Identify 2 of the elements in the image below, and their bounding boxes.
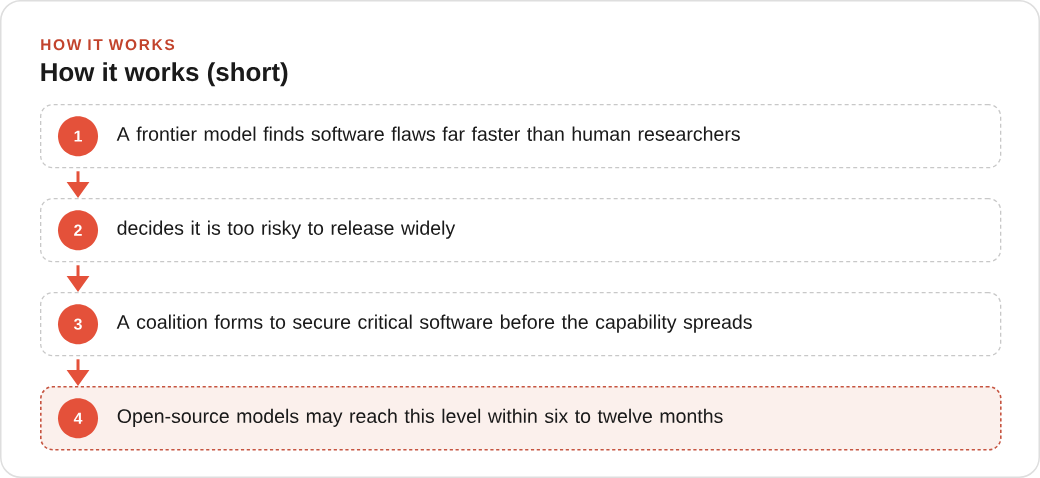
section-label: HOW IT WORKS — [41, 39, 175, 51]
title: How it works (short) — [41, 62, 288, 87]
